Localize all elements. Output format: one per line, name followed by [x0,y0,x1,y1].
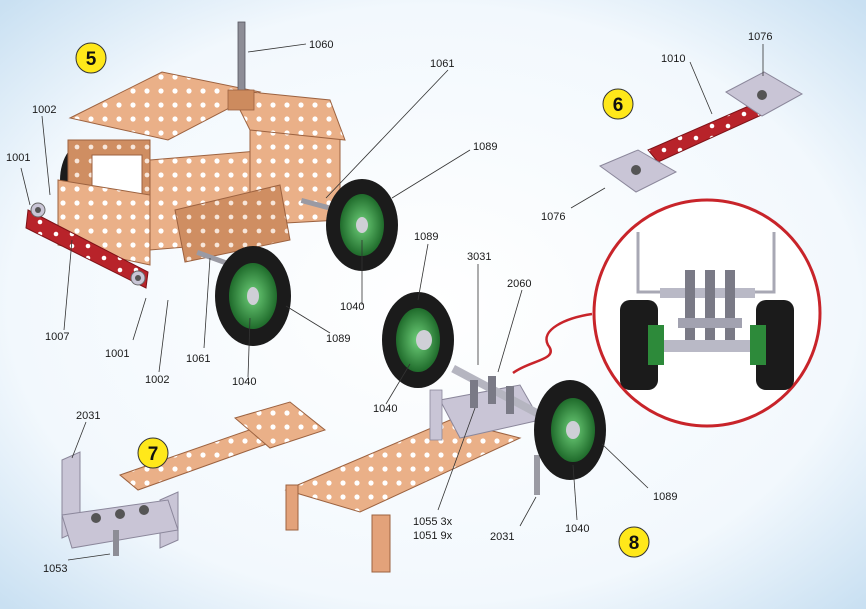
wheel-right-top [326,179,398,271]
red-bumper-strip [25,202,149,289]
step8-front-axle [284,292,606,573]
label-1089-front: 1089 [653,491,677,503]
label-1001-top: 1001 [6,152,30,164]
label-1055: 1055 3x [413,516,453,528]
label-1053: 1053 [43,563,67,575]
label-2031-right: 2031 [490,531,514,543]
label-1007: 1007 [45,331,69,343]
detail-callout [592,198,822,428]
step-badge-7: 7 [137,437,169,469]
wheel-front-bottom [215,246,291,346]
label-1060: 1060 [309,39,333,51]
svg-text:6: 6 [613,95,624,116]
step7-chassis-plate [61,401,327,556]
svg-text:8: 8 [629,533,640,554]
label-1061-bottom: 1061 [186,353,210,365]
step-badge-6: 6 [602,88,634,120]
label-3031: 3031 [467,251,491,263]
step-badge-8: 8 [618,526,650,558]
truck-cab-assembly [25,21,346,289]
label-1040-cab: 1040 [232,376,256,388]
svg-text:5: 5 [86,49,97,70]
step-badge-5: 5 [75,42,107,74]
label-2060: 2060 [507,278,531,290]
label-1061-top: 1061 [430,58,454,70]
label-1051: 1051 9x [413,530,453,542]
label-1076-top: 1076 [748,31,772,43]
label-1076-bottom: 1076 [541,211,565,223]
leader-lines [20,43,764,561]
label-1040-front: 1040 [565,523,589,535]
label-1089-axle: 1089 [414,231,438,243]
step6-red-link [598,71,804,193]
label-1002-bottom: 1002 [145,374,169,386]
part-labels: 1060 1061 1002 1001 1089 1007 1001 1002 … [6,31,772,575]
label-1002-top: 1002 [32,104,56,116]
label-2031-left: 2031 [76,410,100,422]
label-1001-bottom: 1001 [105,348,129,360]
label-1040-axle: 1040 [373,403,397,415]
label-1010: 1010 [661,53,685,65]
label-1040-right: 1040 [340,301,364,313]
label-1089-top: 1089 [473,141,497,153]
label-1089-cab: 1089 [326,333,350,345]
svg-text:7: 7 [148,444,159,465]
